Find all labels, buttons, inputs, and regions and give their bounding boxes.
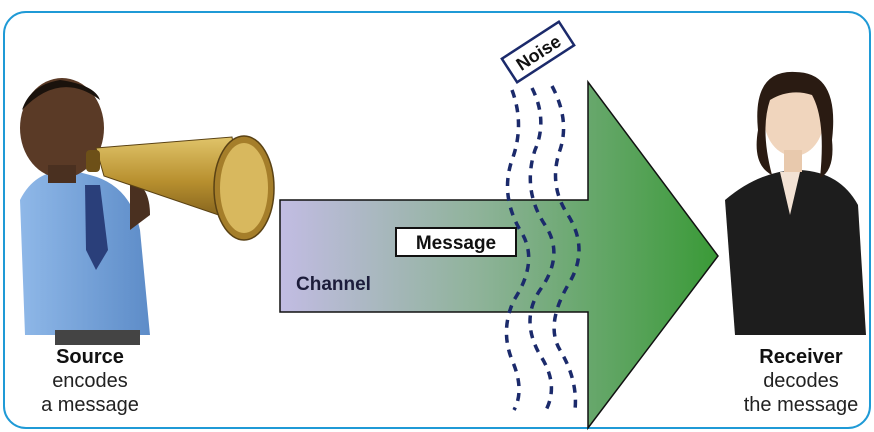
source-title: Source — [56, 346, 124, 368]
message-label: Message — [416, 233, 496, 254]
receiver-line2: the message — [743, 394, 859, 416]
receiver-caption: Receiver decodes the message — [736, 345, 866, 417]
noise-waves — [504, 85, 581, 413]
frame-border — [3, 11, 871, 429]
source-person-illustration — [20, 78, 150, 345]
receiver-title: Receiver — [759, 346, 843, 368]
receiver-line1: decodes — [763, 370, 839, 392]
megaphone-icon — [86, 135, 275, 241]
source-caption: Source encodes a message — [30, 345, 150, 417]
source-line2: a message — [41, 394, 139, 416]
noise-sign: Noise — [500, 20, 576, 84]
message-box — [395, 227, 517, 257]
channel-label: Channel — [296, 274, 371, 295]
receiver-person-illustration — [725, 71, 866, 335]
source-line1: encodes — [52, 370, 128, 392]
